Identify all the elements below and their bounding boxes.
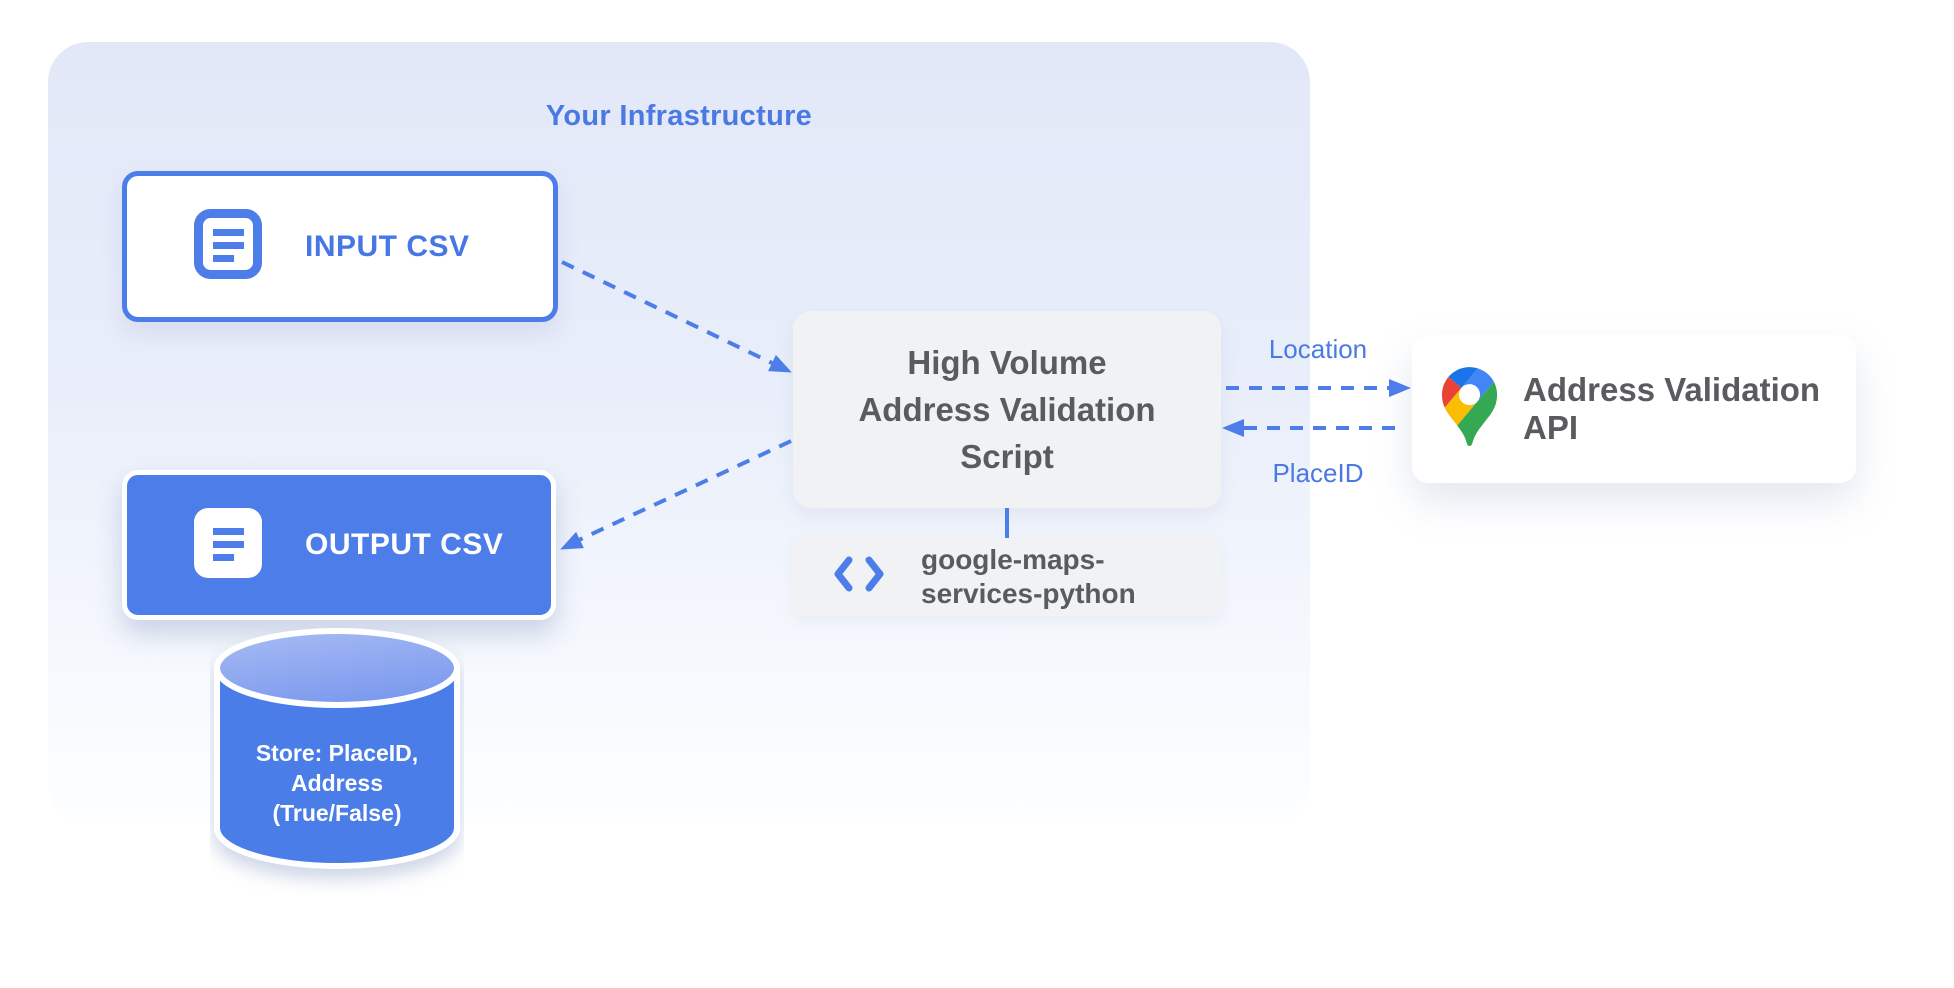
library-node: google-maps- services-python xyxy=(793,537,1221,616)
infrastructure-title: Your Infrastructure xyxy=(545,100,813,132)
api-node: Address Validation API xyxy=(1412,335,1856,483)
edge-label-placeid: PlaceID xyxy=(1272,458,1364,488)
validation-script-label: High Volume Address Validation Script xyxy=(858,344,1156,475)
google-maps-pin-icon xyxy=(1442,367,1498,451)
output-csv-label: OUTPUT CSV xyxy=(305,528,504,561)
library-label: google-maps- services-python xyxy=(921,543,1136,609)
code-icon xyxy=(833,556,885,597)
document-icon xyxy=(193,507,263,584)
api-label: Address Validation API xyxy=(1523,371,1821,446)
datastore-cylinder: Store: PlaceID, Address (True/False) xyxy=(210,626,464,894)
input-csv-label: INPUT CSV xyxy=(305,229,470,263)
datastore-label: Store: PlaceID, Address (True/False) xyxy=(255,740,419,826)
validation-script-node: High Volume Address Validation Script xyxy=(793,311,1221,508)
cylinder-shape xyxy=(214,628,460,869)
output-csv-node: OUTPUT CSV xyxy=(122,470,556,620)
arrowhead xyxy=(1389,379,1411,397)
input-csv-node: INPUT CSV xyxy=(122,171,558,322)
edge-label-location: Location xyxy=(1268,334,1368,364)
document-icon xyxy=(193,208,263,285)
